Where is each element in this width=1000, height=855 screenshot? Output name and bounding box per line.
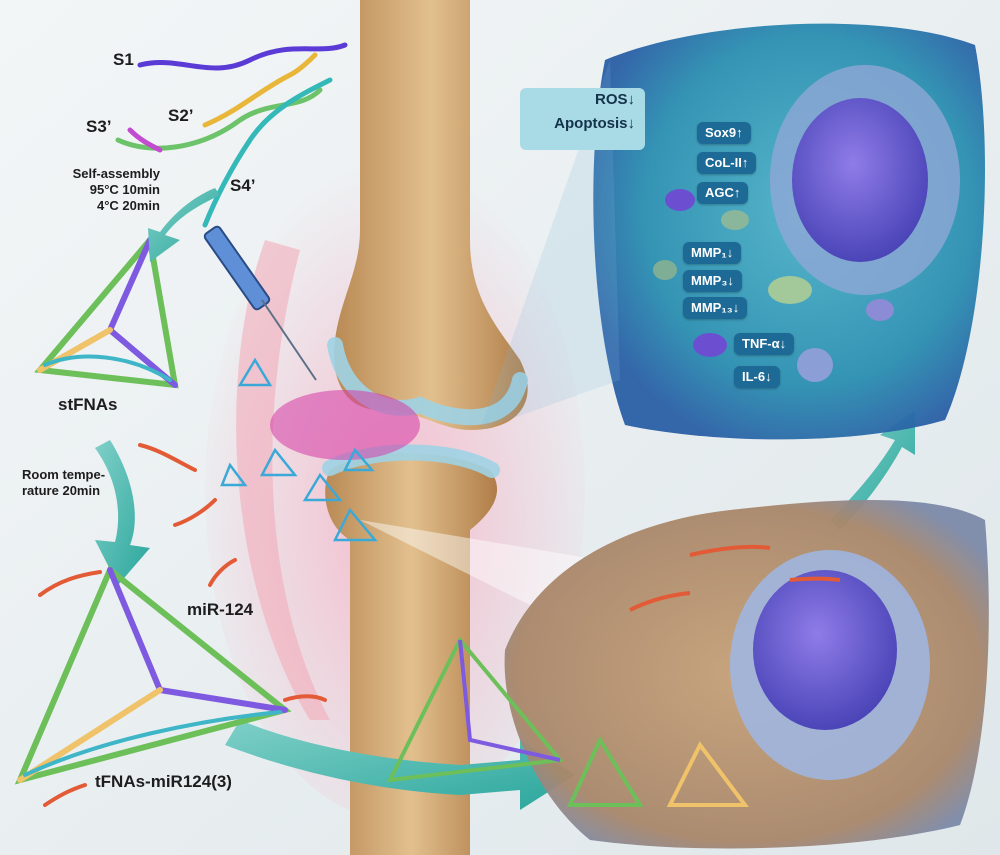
nucleus <box>792 98 928 262</box>
incubation-line-2: rature 20min <box>22 483 101 498</box>
magnification-cone <box>480 60 620 430</box>
synovium-outline <box>236 240 330 720</box>
assembly-conditions: Self-assembly 95°C 10min 4°C 20min <box>56 166 160 214</box>
complex-label: tFNAs-miR124(3) <box>95 772 232 791</box>
assembly-line-3: 4°C 20min <box>96 198 160 213</box>
joint-complex <box>386 636 564 783</box>
marker-mmp1: MMP₁↓ <box>683 242 742 264</box>
assembly-line-2: 95°C 10min <box>89 182 160 197</box>
strand-label-s1: S1 <box>113 50 134 69</box>
dna-strands <box>115 42 348 228</box>
process-arrows <box>95 188 915 810</box>
strand-label-s4: S4’ <box>230 176 256 195</box>
stfnas-label: stFNAs <box>58 395 118 414</box>
marker-mmp3: MMP₃↓ <box>683 270 742 292</box>
marker-sox9: Sox9↑ <box>697 122 751 144</box>
marker-il6: IL-6↓ <box>734 366 780 388</box>
strand-s1 <box>137 42 348 71</box>
chondrocyte-inner-view <box>593 23 985 440</box>
strand-label-s2: S2’ <box>168 106 194 125</box>
incubation-line-1: Room tempe- <box>22 467 106 482</box>
strand-s2 <box>202 52 318 128</box>
nucleus <box>753 570 897 730</box>
stfnas-tetrahedron <box>34 233 179 389</box>
chondrocyte-uptake-view <box>504 500 989 849</box>
assembly-line-1: Self-assembly <box>72 166 160 181</box>
marker-agc: AGC↑ <box>697 182 749 204</box>
mir124-label: miR-124 <box>187 600 254 619</box>
femur-bone <box>327 0 528 430</box>
ros-label: ROS↓ <box>594 91 635 108</box>
marker-mmp13: MMP₁₃↓ <box>683 297 748 319</box>
tfnas-mir124-complex <box>14 565 327 807</box>
tibia-bone <box>322 444 500 855</box>
apoptosis-label: Apoptosis↓ <box>554 115 635 132</box>
incubation-conditions: Room tempe- rature 20min <box>22 467 105 499</box>
strand-s3 <box>115 87 323 151</box>
marker-col2: CoL-II↑ <box>697 152 757 174</box>
ros-apoptosis-box: ROS↓ Apoptosis↓ <box>520 88 645 150</box>
marker-tnfa: TNF-α↓ <box>734 333 795 355</box>
strand-s4 <box>202 77 333 228</box>
syringe-icon <box>203 225 317 381</box>
strand-label-s3: S3’ <box>86 117 112 136</box>
mir124-strands <box>138 443 237 587</box>
inflammation-zone <box>270 390 420 460</box>
injected-tetrahedra <box>220 357 378 542</box>
